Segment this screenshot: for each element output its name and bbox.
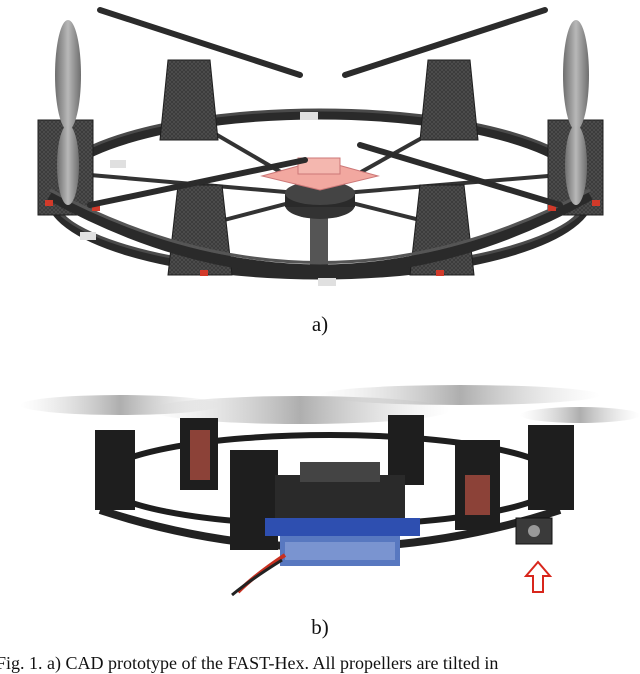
figure-panel-a [0,0,640,300]
panel-a-label: a) [311,312,329,336]
figure-panel-b [0,370,640,610]
cad-render-image [37,7,604,286]
figure-caption: Fig. 1. a) CAD prototype of the FAST-Hex… [0,653,499,673]
panel-b-label: b) [311,615,329,639]
arrow-up-icon [523,560,553,593]
prototype-photo-image [20,385,640,597]
